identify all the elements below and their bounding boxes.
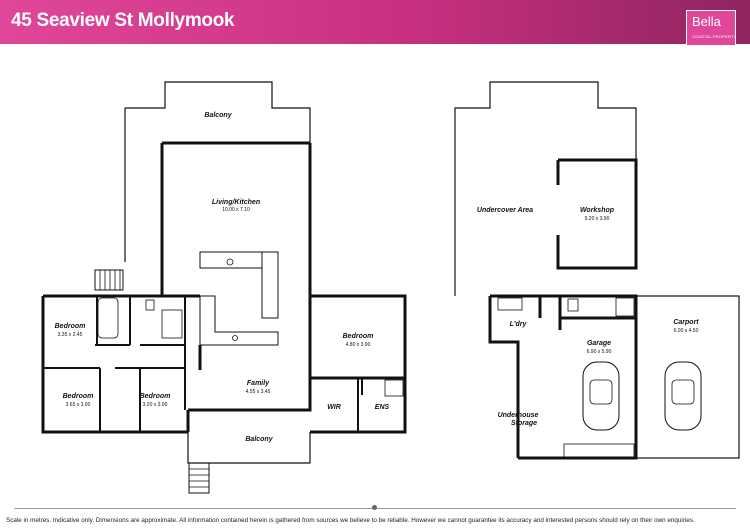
living-kitchen-walls	[160, 141, 312, 296]
room-name-bed1: Bedroom	[55, 323, 86, 330]
toilet-lower	[567, 298, 579, 312]
room-dims-bed1: 3.35 x 2.45	[58, 332, 83, 338]
undercover-area-outline	[454, 81, 637, 296]
room-name-living: Living/Kitchen	[212, 199, 260, 206]
stairs-upper-left	[94, 269, 124, 291]
room-name-undercover: Undercover Area	[477, 207, 533, 214]
room-name-family: Family	[247, 380, 270, 387]
logo-name: Bella	[692, 14, 721, 29]
room-name-bed3: Bedroom	[140, 393, 171, 400]
room-dims-carport: 6.00 x 4.50	[674, 328, 699, 334]
toilet-upper	[145, 299, 155, 311]
room-name-carport: Carport	[673, 319, 699, 326]
stairs-lower-treads	[189, 468, 209, 488]
room-name-balcony-bottom: Balcony	[245, 436, 273, 443]
room-name-garage: Garage	[587, 340, 611, 347]
room-dims-workshop: 5.20 x 3.90	[585, 216, 610, 222]
car-garage-windshield	[589, 379, 613, 405]
room-dims-bed3: 3.20 x 3.00	[143, 402, 168, 408]
room-dims-living: 10.00 x 7.10	[222, 207, 250, 213]
car-garage-icon	[582, 361, 620, 431]
room-name-bed2: Bedroom	[63, 393, 94, 400]
agency-logo: Bella COASTAL PROPERTY	[686, 10, 736, 46]
bath-tub	[97, 297, 119, 339]
property-address-title: 45 Seaview St Mollymook	[11, 10, 235, 31]
disclaimer-text: Scale in metres. Indicative only. Dimens…	[6, 517, 695, 524]
upper-balcony-bottom-outline	[187, 432, 311, 464]
garage-door	[563, 443, 635, 459]
carport-outline	[635, 295, 740, 459]
room-name-storage-line2: Storage	[511, 420, 537, 427]
kitchen-island	[199, 251, 263, 269]
stairs-treads	[99, 270, 121, 290]
left-wing-inner-walls	[43, 296, 186, 432]
room-dims-master: 4.80 x 3.90	[346, 342, 371, 348]
family-room-walls	[186, 294, 407, 434]
room-name-workshop: Workshop	[580, 207, 615, 214]
room-name-storage-line1: Underhouse	[498, 412, 539, 419]
laundry-tub	[497, 297, 523, 311]
workshop-walls	[556, 158, 638, 270]
logo-tagline: COASTAL PROPERTY	[692, 34, 737, 39]
upper-balcony-top-outline	[124, 81, 311, 296]
room-name-master: Bedroom	[343, 333, 374, 340]
stairs-lower	[188, 462, 210, 494]
room-dims-garage: 6.90 x 5.90	[587, 349, 612, 355]
sink-icon	[226, 258, 234, 266]
room-name-laundry: L'dry	[510, 321, 528, 328]
car-carport-icon	[664, 361, 702, 431]
room-name-balcony-top: Balcony	[204, 112, 232, 119]
room-labels: Balcony Living/Kitchen 10.00 x 7.10 Bedr…	[55, 112, 700, 443]
room-dims-family: 4.55 x 3.45	[246, 389, 271, 395]
shower-lower	[615, 297, 635, 317]
header-banner: 45 Seaview St Mollymook Bella COASTAL PR…	[0, 0, 750, 46]
room-dims-bed2: 3.65 x 3.00	[66, 402, 91, 408]
ensuite-walls	[357, 378, 363, 432]
kitchen-bench	[199, 251, 279, 346]
cooktop-icon	[232, 335, 238, 341]
shower-ens	[384, 379, 404, 397]
room-name-wir: WIR	[327, 404, 341, 411]
vanity-upper	[161, 309, 183, 339]
footer-divider-dot	[372, 505, 377, 510]
lower-floor-plan	[454, 81, 740, 460]
car-carport-windshield	[671, 379, 695, 405]
room-name-ens: ENS	[375, 404, 390, 411]
upper-floor-plan	[41, 81, 407, 494]
